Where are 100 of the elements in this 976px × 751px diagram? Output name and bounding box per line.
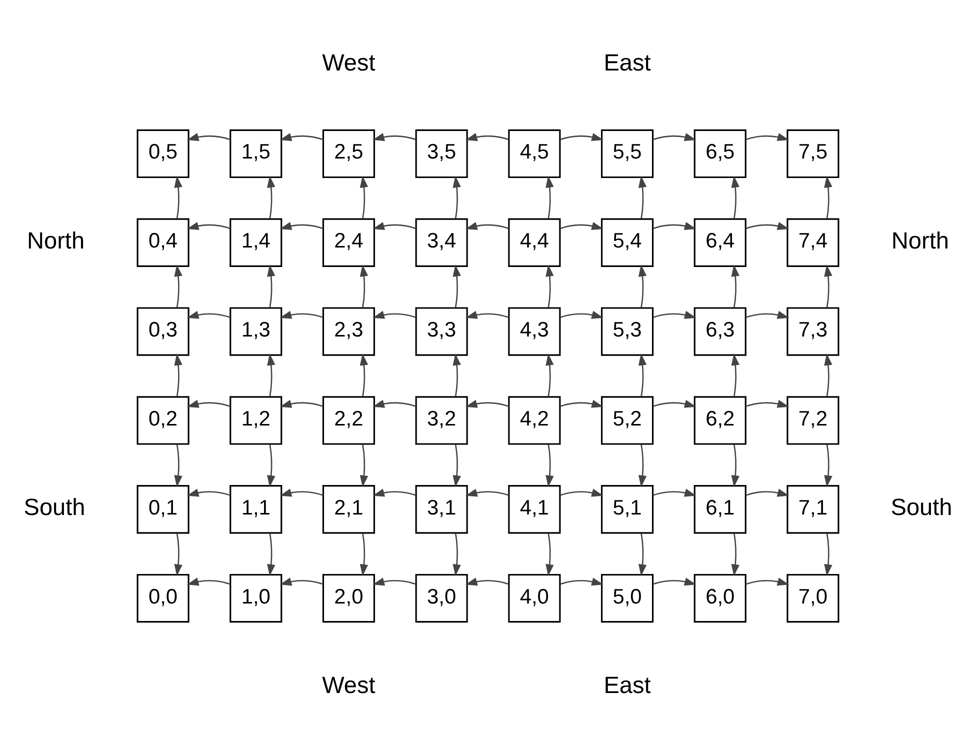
label: South: [24, 494, 86, 520]
node-box: 2,4: [322, 218, 376, 266]
arrow: [638, 353, 647, 396]
arrow: [652, 310, 696, 318]
node-box: 0,2: [136, 396, 190, 444]
node-box: 4,1: [508, 484, 561, 534]
arrow: [360, 444, 368, 487]
node-box: 6,0: [694, 573, 746, 622]
arrow: [465, 488, 509, 496]
node-box: 3,1: [415, 484, 468, 534]
arrow: [638, 532, 647, 576]
node-box: 4,2: [508, 396, 561, 444]
arrow: [372, 399, 416, 408]
arrow: [652, 132, 696, 141]
node-box: 4,5: [508, 128, 561, 178]
arrow: [746, 488, 790, 496]
arrow: [360, 175, 368, 218]
arrow: [452, 264, 461, 308]
arrow: [360, 532, 368, 576]
arrow: [546, 353, 554, 396]
arrow: [465, 132, 509, 141]
arrow: [824, 444, 832, 487]
arrow: [824, 264, 832, 308]
node-box: 0,1: [136, 484, 190, 534]
arrow: [560, 310, 604, 318]
arrow: [372, 310, 416, 318]
node-box: 2,3: [322, 306, 376, 356]
node-box: 1,0: [230, 573, 282, 622]
node-box: 3,5: [415, 128, 468, 178]
arrow: [746, 132, 790, 141]
node-box: 6,4: [694, 218, 746, 266]
arrow: [280, 577, 324, 586]
node-box: 4,0: [508, 573, 561, 622]
arrow: [824, 532, 832, 576]
arrow: [360, 353, 368, 396]
node-box: 7,2: [786, 396, 840, 444]
arrow: [746, 399, 790, 408]
node-box: 7,1: [786, 484, 840, 534]
arrow: [174, 532, 182, 576]
arrow: [186, 577, 230, 586]
node-box: 6,2: [694, 396, 746, 444]
arrow: [186, 488, 230, 496]
node-box: 2,1: [322, 484, 376, 534]
arrow: [186, 399, 230, 408]
node-box: 3,2: [415, 396, 468, 444]
node-box: 0,0: [136, 573, 190, 622]
arrow: [267, 353, 276, 396]
node-box: 4,3: [508, 306, 561, 356]
node-box: 5,2: [600, 396, 654, 444]
node-box: 2,2: [322, 396, 376, 444]
arrow: [731, 444, 740, 487]
node-box: 1,1: [230, 484, 282, 534]
node-box: 0,3: [136, 306, 190, 356]
arrow: [560, 488, 604, 496]
arrow: [465, 399, 509, 408]
arrow: [560, 577, 604, 586]
arrow: [372, 132, 416, 141]
arrow: [731, 532, 740, 576]
node-box: 3,4: [415, 218, 468, 266]
arrow: [652, 577, 696, 586]
arrow: [638, 175, 647, 218]
arrow: [652, 399, 696, 408]
arrow: [560, 221, 604, 230]
arrow: [372, 488, 416, 496]
label: West: [322, 671, 376, 698]
arrow: [360, 264, 368, 308]
node-box: 7,4: [786, 218, 840, 266]
arrow: [174, 264, 182, 308]
node-box: 7,3: [786, 306, 840, 356]
node-box: 5,5: [600, 128, 654, 178]
arrow: [174, 353, 182, 396]
arrow: [452, 175, 461, 218]
arrow: [824, 175, 832, 218]
arrow: [638, 444, 647, 487]
node-box: 0,5: [136, 128, 190, 178]
arrow: [267, 532, 276, 576]
arrow: [824, 353, 832, 396]
label: East: [604, 49, 651, 76]
node-box: 6,3: [694, 306, 746, 356]
arrow: [280, 310, 324, 318]
label: North: [27, 226, 85, 253]
arrow: [546, 532, 554, 576]
arrow: [746, 577, 790, 586]
node-box: 1,4: [230, 218, 282, 266]
arrow: [186, 221, 230, 230]
node-box: 7,0: [786, 573, 840, 622]
node-box: 7,5: [786, 128, 840, 178]
arrow: [652, 221, 696, 230]
arrow: [174, 175, 182, 218]
arrow: [186, 132, 230, 141]
arrow: [746, 310, 790, 318]
arrow: [267, 264, 276, 308]
node-box: 4,4: [508, 218, 561, 266]
arrow: [465, 221, 509, 230]
arrow: [372, 221, 416, 230]
node-box: 1,2: [230, 396, 282, 444]
arrow: [452, 444, 461, 487]
node-box: 5,3: [600, 306, 654, 356]
arrow: [280, 488, 324, 496]
node-box: 5,1: [600, 484, 654, 534]
